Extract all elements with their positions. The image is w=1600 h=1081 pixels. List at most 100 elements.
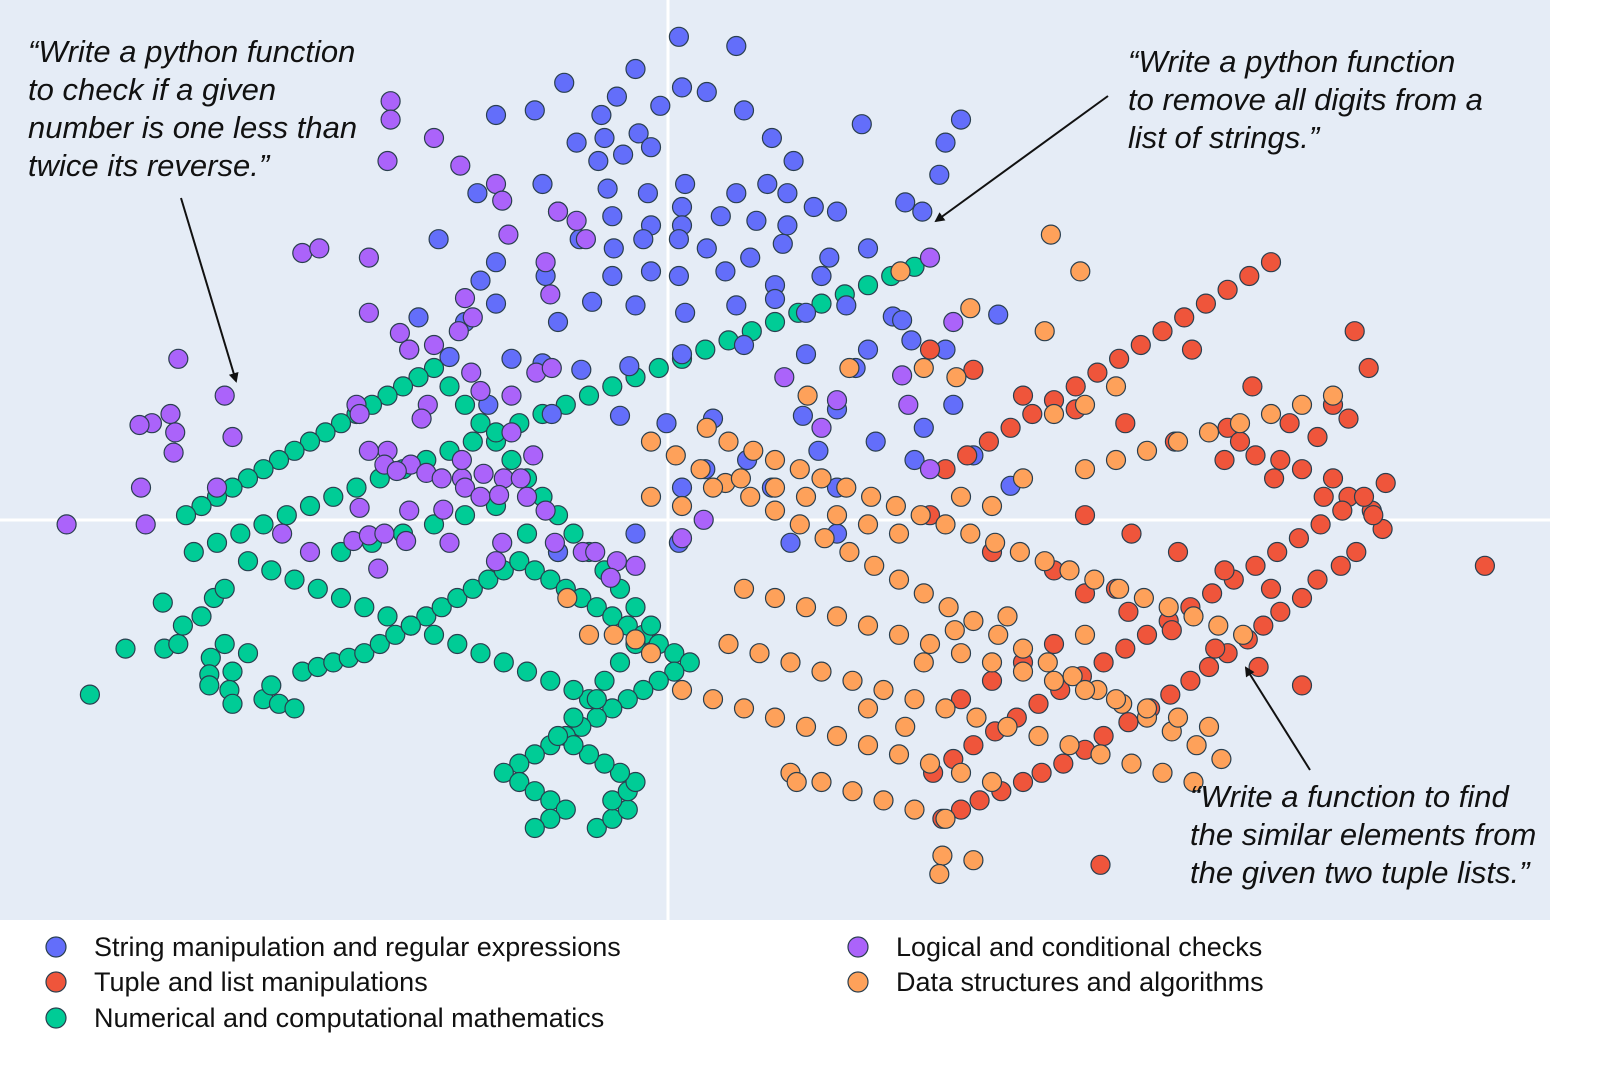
point-string-manipulation-and-regular-expressions bbox=[547, 311, 569, 333]
point-data-structures-and-algorithms bbox=[826, 725, 848, 747]
legend-item-tuple-and-list-manipulations: Tuple and list manipulations bbox=[45, 967, 428, 997]
point-logical-and-conditional-checks bbox=[898, 394, 919, 415]
point-data-structures-and-algorithms bbox=[826, 606, 848, 627]
point-numerical-and-computational-mathematics bbox=[478, 569, 499, 590]
point-tuple-and-list-manipulations bbox=[1363, 505, 1384, 526]
point-tuple-and-list-manipulations bbox=[1353, 486, 1375, 507]
point-numerical-and-computational-mathematics bbox=[400, 615, 421, 636]
points-layer bbox=[56, 26, 1496, 885]
point-numerical-and-computational-mathematics bbox=[516, 523, 538, 544]
point-data-structures-and-algorithms bbox=[890, 261, 911, 282]
point-data-structures-and-algorithms bbox=[950, 486, 972, 507]
point-data-structures-and-algorithms bbox=[1167, 431, 1189, 452]
point-logical-and-conditional-checks bbox=[129, 414, 150, 436]
point-data-structures-and-algorithms bbox=[873, 679, 894, 701]
point-tuple-and-list-manipulations bbox=[1074, 505, 1096, 526]
point-data-structures-and-algorithms bbox=[740, 486, 761, 507]
point-logical-and-conditional-checks bbox=[368, 558, 389, 579]
point-numerical-and-computational-mathematics bbox=[423, 624, 445, 645]
legend-swatch bbox=[45, 936, 67, 958]
point-tuple-and-list-manipulations bbox=[1074, 583, 1096, 604]
legend-label: Numerical and computational mathematics bbox=[94, 1003, 604, 1033]
point-data-structures-and-algorithms bbox=[997, 716, 1018, 737]
point-tuple-and-list-manipulations bbox=[1093, 725, 1114, 747]
point-logical-and-conditional-checks bbox=[56, 514, 77, 535]
point-tuple-and-list-manipulations bbox=[1291, 587, 1313, 609]
point-logical-and-conditional-checks bbox=[431, 468, 452, 489]
point-logical-and-conditional-checks bbox=[462, 307, 483, 328]
point-data-structures-and-algorithms bbox=[966, 707, 987, 728]
point-numerical-and-computational-mathematics bbox=[168, 633, 189, 655]
legend-item-logical-and-conditional-checks: Logical and conditional checks bbox=[847, 932, 1262, 962]
point-string-manipulation-and-regular-expressions bbox=[597, 178, 618, 199]
point-logical-and-conditional-checks bbox=[163, 442, 184, 463]
point-tuple-and-list-manipulations bbox=[1180, 670, 1201, 691]
point-string-manipulation-and-regular-expressions bbox=[912, 201, 933, 222]
point-tuple-and-list-manipulations bbox=[1115, 638, 1136, 659]
point-numerical-and-computational-mathematics bbox=[261, 560, 282, 581]
point-numerical-and-computational-mathematics bbox=[811, 293, 832, 314]
point-numerical-and-computational-mathematics bbox=[633, 679, 654, 701]
point-string-manipulation-and-regular-expressions bbox=[408, 307, 429, 328]
point-numerical-and-computational-mathematics bbox=[609, 652, 631, 673]
legend-swatch bbox=[847, 971, 869, 993]
point-data-structures-and-algorithms bbox=[1043, 403, 1065, 425]
point-numerical-and-computational-mathematics bbox=[253, 514, 274, 535]
point-numerical-and-computational-mathematics bbox=[330, 413, 352, 434]
point-string-manipulation-and-regular-expressions bbox=[857, 238, 879, 259]
point-tuple-and-list-manipulations bbox=[1214, 449, 1235, 471]
point-string-manipulation-and-regular-expressions bbox=[772, 233, 793, 254]
point-tuple-and-list-manipulations bbox=[1313, 486, 1334, 507]
point-string-manipulation-and-regular-expressions bbox=[943, 394, 964, 415]
point-tuple-and-list-manipulations bbox=[1375, 472, 1396, 494]
point-string-manipulation-and-regular-expressions bbox=[891, 310, 913, 331]
point-string-manipulation-and-regular-expressions bbox=[566, 132, 587, 153]
point-data-structures-and-algorithms bbox=[780, 652, 801, 673]
point-string-manipulation-and-regular-expressions bbox=[485, 293, 507, 314]
point-logical-and-conditional-checks bbox=[396, 530, 417, 552]
point-data-structures-and-algorithms bbox=[1198, 422, 1220, 443]
point-numerical-and-computational-mathematics bbox=[648, 357, 669, 379]
point-data-structures-and-algorithms bbox=[1105, 689, 1127, 710]
point-numerical-and-computational-mathematics bbox=[315, 422, 336, 443]
point-numerical-and-computational-mathematics bbox=[586, 817, 607, 839]
point-string-manipulation-and-regular-expressions bbox=[594, 127, 615, 149]
point-numerical-and-computational-mathematics bbox=[276, 505, 297, 526]
point-numerical-and-computational-mathematics bbox=[586, 597, 607, 618]
point-string-manipulation-and-regular-expressions bbox=[819, 247, 840, 268]
point-logical-and-conditional-checks bbox=[493, 468, 514, 489]
point-numerical-and-computational-mathematics bbox=[284, 569, 305, 590]
point-data-structures-and-algorithms bbox=[578, 624, 600, 645]
point-string-manipulation-and-regular-expressions bbox=[795, 302, 817, 323]
point-tuple-and-list-manipulations bbox=[950, 799, 972, 820]
point-string-manipulation-and-regular-expressions bbox=[935, 132, 956, 153]
point-data-structures-and-algorithms bbox=[1012, 468, 1034, 489]
point-data-structures-and-algorithms bbox=[603, 624, 624, 645]
point-data-structures-and-algorithms bbox=[860, 486, 882, 507]
point-logical-and-conditional-checks bbox=[489, 484, 510, 506]
point-numerical-and-computational-mathematics bbox=[857, 275, 879, 296]
point-tuple-and-list-manipulations bbox=[1307, 426, 1328, 448]
point-string-manipulation-and-regular-expressions bbox=[857, 339, 879, 360]
point-string-manipulation-and-regular-expressions bbox=[485, 104, 507, 126]
point-data-structures-and-algorithms bbox=[1012, 638, 1034, 659]
point-string-manipulation-and-regular-expressions bbox=[901, 330, 922, 351]
point-logical-and-conditional-checks bbox=[358, 440, 379, 461]
legend-label: Data structures and algorithms bbox=[896, 967, 1264, 997]
point-tuple-and-list-manipulations bbox=[1253, 615, 1274, 636]
point-tuple-and-list-manipulations bbox=[1028, 693, 1049, 714]
point-logical-and-conditional-checks bbox=[575, 229, 597, 250]
point-data-structures-and-algorithms bbox=[873, 790, 894, 811]
point-data-structures-and-algorithms bbox=[1229, 413, 1251, 434]
point-numerical-and-computational-mathematics bbox=[594, 753, 615, 774]
point-logical-and-conditional-checks bbox=[919, 247, 941, 268]
point-tuple-and-list-manipulations bbox=[1167, 541, 1189, 563]
annotation-line: “Write a function to find bbox=[1190, 779, 1511, 814]
point-logical-and-conditional-checks bbox=[547, 201, 569, 222]
point-tuple-and-list-manipulations bbox=[1229, 431, 1251, 452]
point-numerical-and-computational-mathematics bbox=[563, 707, 584, 728]
point-logical-and-conditional-checks bbox=[349, 497, 370, 518]
point-logical-and-conditional-checks bbox=[423, 334, 445, 356]
point-numerical-and-computational-mathematics bbox=[470, 413, 491, 434]
point-logical-and-conditional-checks bbox=[510, 468, 531, 489]
